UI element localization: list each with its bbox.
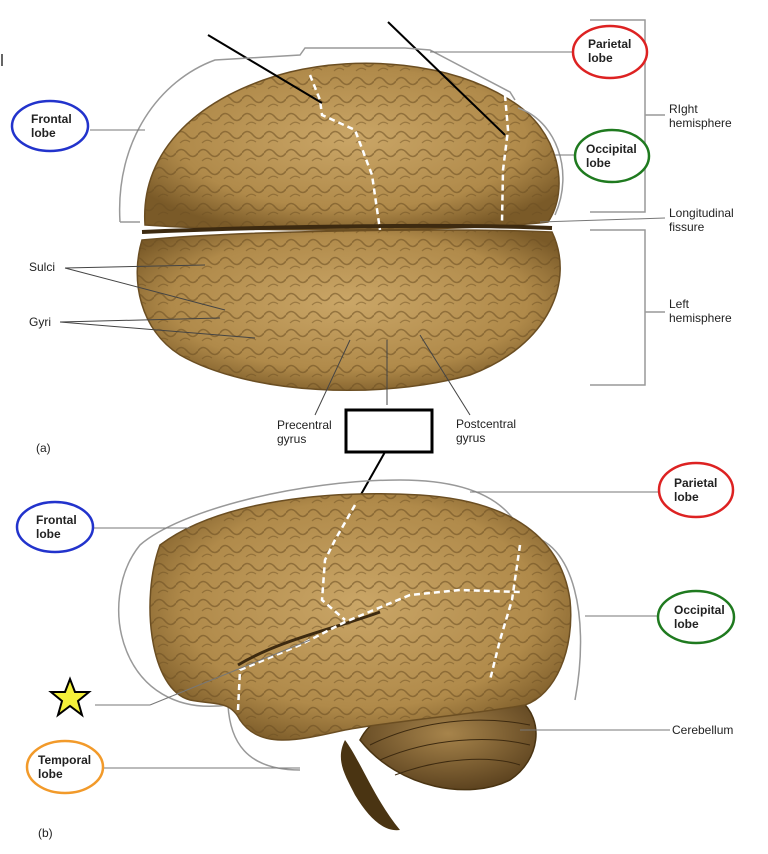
precentral-gyrus-label: Precentral gyrus	[277, 418, 332, 446]
parietal-lobe-label-a: Parietal lobe	[588, 37, 632, 65]
answer-box[interactable]	[344, 408, 434, 454]
frontal-lobe-label-b: Frontal lobe	[36, 513, 77, 541]
brainstem-shape	[340, 740, 400, 831]
frontal-oval-b	[15, 500, 95, 554]
frontal-oval-a	[10, 99, 90, 153]
parietal-lobe-label-b: Parietal lobe	[674, 476, 718, 504]
panel-a-label: (a)	[36, 441, 51, 455]
gyri-label: Gyri	[29, 315, 51, 329]
temporal-lobe-label-b: Temporal lobe	[38, 753, 92, 781]
occipital-oval-b	[656, 589, 736, 645]
occipital-lobe-label-a: Occipital lobe	[586, 142, 637, 170]
right-hemisphere-label: RIght hemisphere	[669, 102, 732, 130]
star-icon	[48, 676, 92, 718]
frontal-lobe-label-a: Frontal lobe	[31, 112, 72, 140]
sulci-label: Sulci	[29, 260, 56, 274]
temporal-oval-b	[25, 739, 105, 795]
parietal-oval-a	[571, 24, 649, 80]
postcentral-gyrus-label: Postcentral gyrus	[456, 417, 517, 445]
occipital-lobe-label-b: Occipital lobe	[674, 603, 725, 631]
occipital-oval-a	[573, 128, 651, 184]
cerebellum-label: Cerebellum	[672, 723, 734, 737]
panel-b-label: (b)	[38, 826, 53, 840]
parietal-oval-b	[657, 461, 735, 519]
longitudinal-fissure-label: Longitudinal fissure	[669, 206, 734, 234]
left-hemisphere-label: Left hemisphere	[669, 297, 732, 325]
